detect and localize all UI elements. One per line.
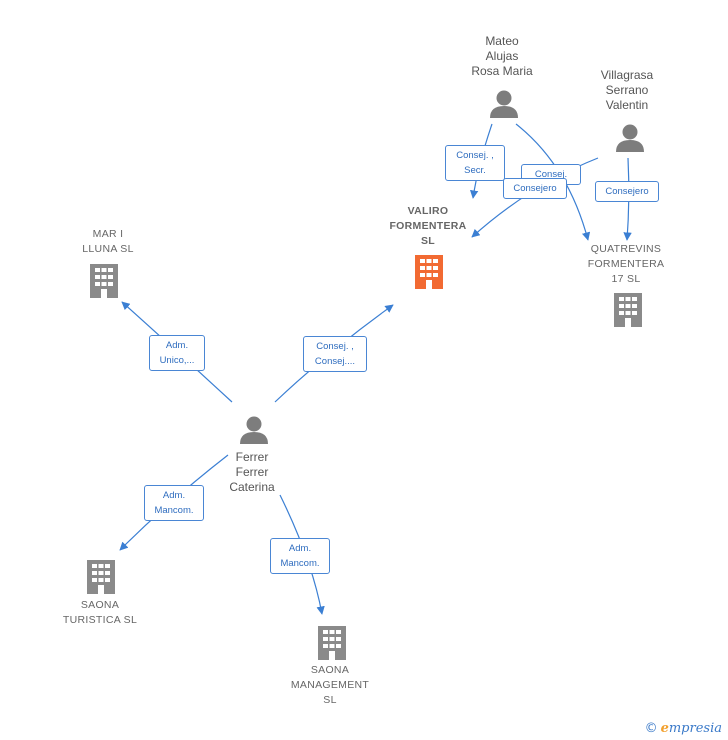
building-icon — [318, 626, 346, 660]
building-icon — [87, 560, 115, 594]
company-label-quatrevins[interactable]: QUATREVINS FORMENTERA 17 SL — [587, 243, 665, 285]
person-label-ferrer[interactable]: Ferrer Ferrer Caterina — [229, 450, 275, 494]
person-icon — [490, 90, 518, 118]
company-label-saona-management[interactable]: SAONA MANAGEMENT SL — [290, 664, 370, 706]
brand-footer: ©empresia — [645, 721, 722, 736]
edge-label-villagrasa-valiro: Consejero — [503, 178, 567, 199]
building-icon — [614, 293, 642, 327]
edge-label-ferrer-mari: Adm. Unico,... — [149, 335, 205, 371]
person-icon — [240, 416, 268, 444]
copyright-symbol: © — [644, 721, 658, 736]
brand-logo-text: mpresia — [668, 721, 722, 736]
person-label-mateo[interactable]: Mateo Alujas Rosa Maria — [471, 34, 533, 78]
building-icon — [415, 255, 443, 289]
edge-label-villagrasa-quatrevins: Consejero — [595, 181, 659, 202]
building-icon — [90, 264, 118, 298]
person-label-villagrasa[interactable]: Villagrasa Serrano Valentin — [600, 68, 654, 112]
company-label-mari[interactable]: MAR I LLUNA SL — [82, 228, 134, 255]
brand-logo-initial: e — [660, 721, 669, 736]
edge-label-ferrer-valiro: Consej. , Consej.... — [303, 336, 367, 372]
edge-label-ferrer-saona-turistica: Adm. Mancom. — [144, 485, 204, 521]
edge-label-mateo-valiro: Consej. , Secr. — [445, 145, 505, 181]
person-icon — [616, 124, 644, 152]
edge-label-ferrer-saona-management: Adm. Mancom. — [270, 538, 330, 574]
company-label-valiro[interactable]: VALIRO FORMENTERA SL — [389, 205, 467, 247]
company-label-saona-turistica[interactable]: SAONA TURISTICA SL — [62, 599, 138, 626]
